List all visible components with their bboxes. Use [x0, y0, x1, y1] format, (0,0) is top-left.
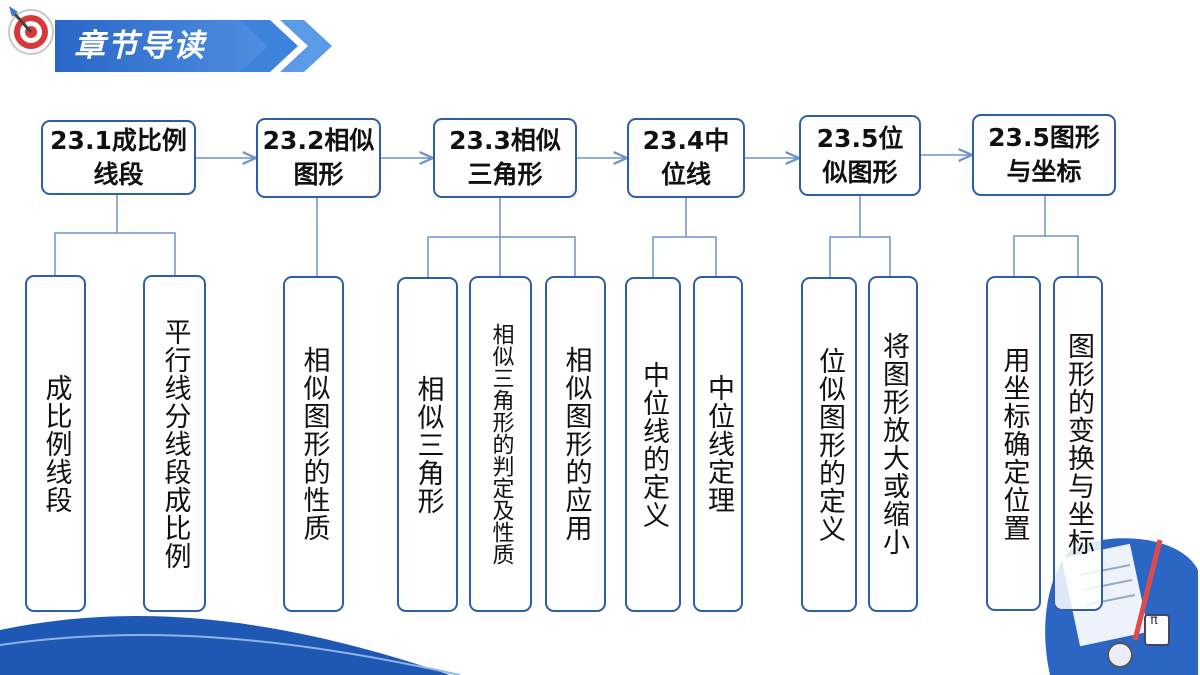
topic-box: 相似图形的应用 [545, 276, 606, 612]
topic-box: 位似图形的定义 [801, 277, 857, 612]
section-heading-23-3: 23.3相似三角形 [433, 118, 577, 198]
section-heading-23-5-coords: 23.5图形与坐标 [972, 114, 1116, 196]
header-banner [55, 20, 270, 72]
topic-box: 平行线分线段成比例 [143, 275, 206, 612]
topic-box: 成比例线段 [25, 275, 86, 612]
topic-box: 相似图形的性质 [283, 276, 344, 612]
bottom-wave-decoration [0, 616, 460, 675]
topic-box: 图形的变换与坐标 [1053, 276, 1103, 611]
topic-box: 中位线定理 [693, 276, 743, 612]
topic-box: 用坐标确定位置 [986, 276, 1041, 611]
section-heading-23-1: 23.1成比例线段 [41, 120, 196, 195]
topic-box: 中位线的定义 [625, 277, 681, 612]
topic-box: 相似三角形的判定及性质 [469, 276, 532, 612]
section-heading-23-5: 23.5位似图形 [799, 115, 921, 196]
svg-text:π: π [1150, 613, 1158, 628]
topic-box: 将图形放大或缩小 [868, 276, 918, 612]
target-dart-icon [8, 6, 54, 55]
chevron-arrows-icon [240, 20, 332, 72]
topic-box: 相似三角形 [397, 277, 458, 612]
section-heading-23-2: 23.2相似图形 [256, 118, 381, 198]
page-title: 章节导读 [74, 28, 206, 64]
section-heading-23-4: 23.4中位线 [627, 118, 745, 198]
